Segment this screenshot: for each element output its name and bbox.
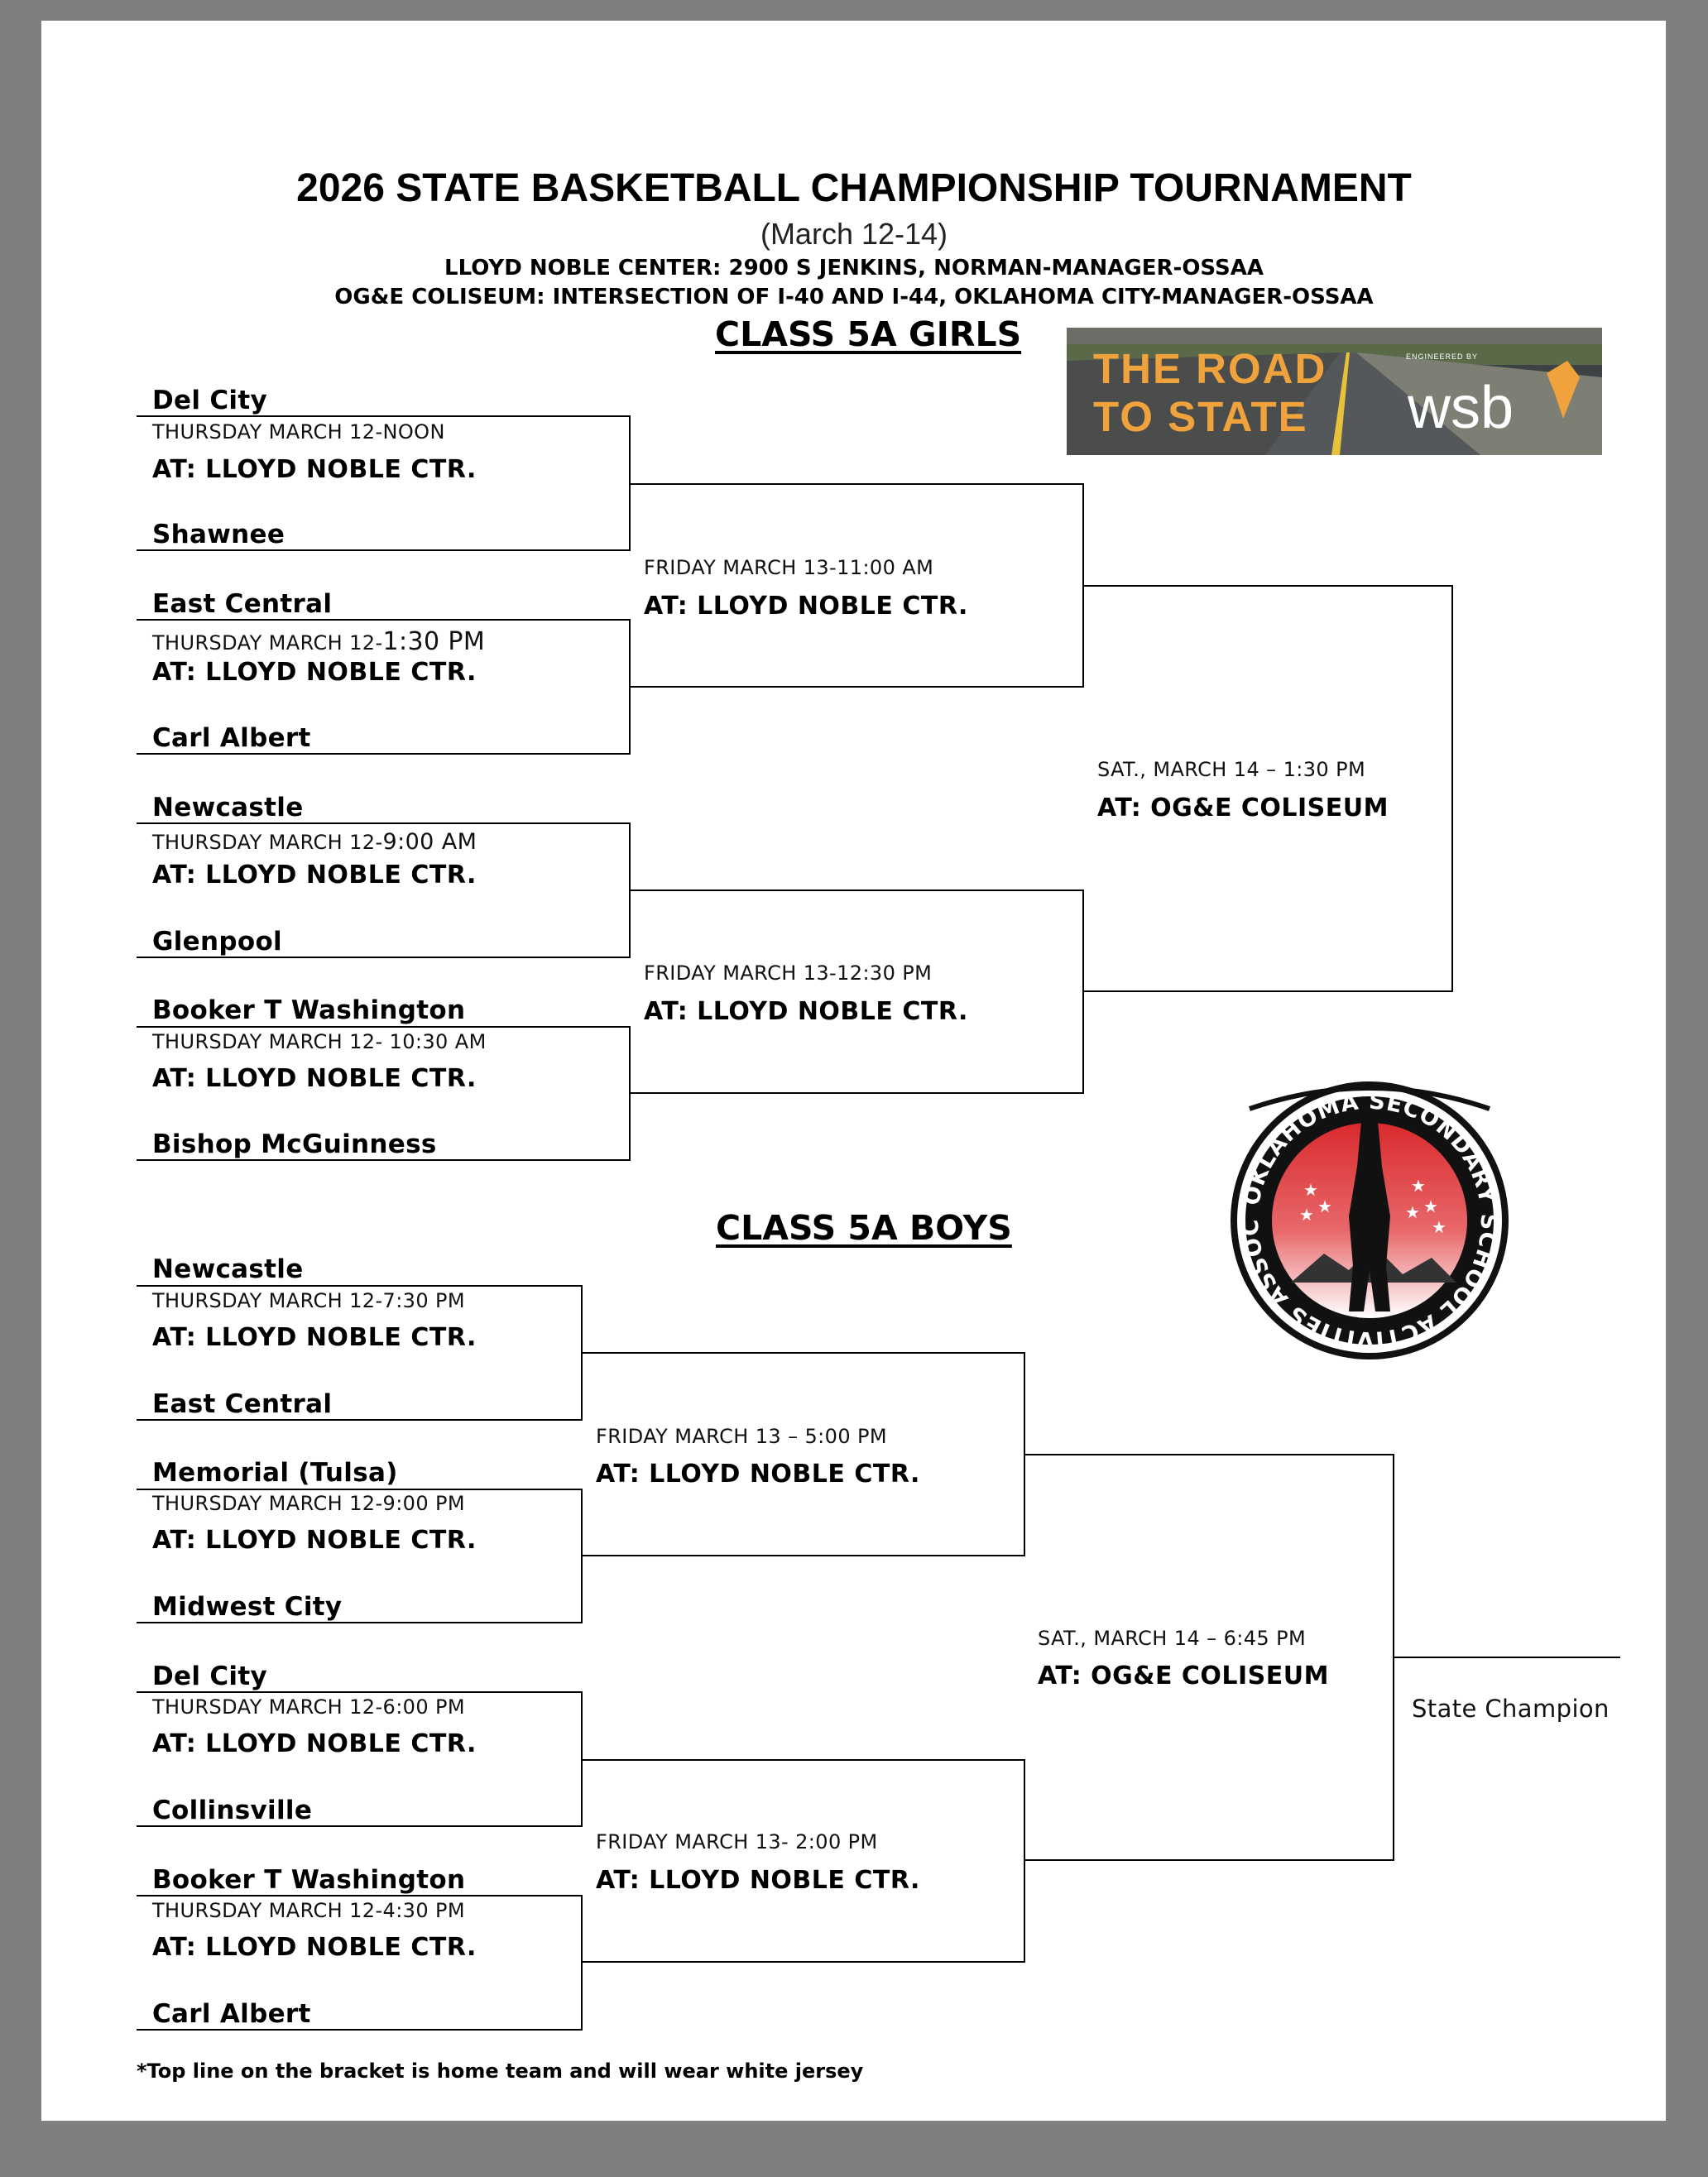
girls-q1-bottom-team: Shawnee (152, 520, 285, 549)
boys-q2-top-team: Memorial (Tulsa) (152, 1458, 398, 1488)
svg-text:★: ★ (1411, 1176, 1426, 1196)
boys-q3-venue: AT: LLOYD NOBLE CTR. (152, 1729, 477, 1758)
road-to-state-banner: THE ROAD TO STATE ENGINEERED BY wsb (1067, 328, 1602, 455)
boys-q3-date: THURSDAY MARCH 12-6:00 PM (152, 1695, 466, 1719)
boys-q3-top-team: Del City (152, 1662, 267, 1691)
girls-q4-date: THURSDAY MARCH 12- 10:30 AM (152, 1030, 487, 1053)
girls-q1-top-team: Del City (152, 386, 267, 415)
venue-line-oge-coliseum: OG&E COLISEUM: INTERSECTION OF I-40 AND … (334, 285, 1374, 309)
boys-section-heading: CLASS 5A BOYS (716, 1208, 1012, 1248)
svg-text:★: ★ (1299, 1205, 1314, 1225)
girls-q2-date: THURSDAY MARCH 12-1:30 PM (152, 627, 486, 656)
girls-q2-venue: AT: LLOYD NOBLE CTR. (152, 658, 477, 687)
boys-q2-venue: AT: LLOYD NOBLE CTR. (152, 1526, 477, 1555)
tournament-dates: (March 12-14) (760, 217, 948, 251)
boys-q1-bottom-team: East Central (152, 1389, 333, 1419)
boys-semi1-date: FRIDAY MARCH 13 – 5:00 PM (596, 1425, 887, 1448)
girls-section-heading: CLASS 5A GIRLS (715, 314, 1022, 354)
boys-q2-bottom-team: Midwest City (152, 1592, 343, 1622)
girls-q1-venue: AT: LLOYD NOBLE CTR. (152, 455, 477, 484)
girls-q3-venue: AT: LLOYD NOBLE CTR. (152, 861, 477, 890)
boys-q2-date: THURSDAY MARCH 12-9:00 PM (152, 1492, 466, 1515)
boys-q4-venue: AT: LLOYD NOBLE CTR. (152, 1933, 477, 1962)
ossaa-seal-logo: OKLAHOMA SECONDARY SCHOOL ACTIVITIES ASS… (1225, 1076, 1509, 1359)
girls-q1-date: THURSDAY MARCH 12-NOON (152, 420, 445, 444)
banner-line-1: THE ROAD (1093, 345, 1327, 392)
girls-final-venue: AT: OG&E COLISEUM (1097, 794, 1389, 822)
wsb-logo: wsb (1408, 375, 1514, 441)
svg-text:★: ★ (1317, 1196, 1332, 1216)
svg-text:★: ★ (1303, 1180, 1318, 1200)
girls-q4-venue: AT: LLOYD NOBLE CTR. (152, 1064, 477, 1093)
boys-q3-bottom-team: Collinsville (152, 1796, 313, 1825)
boys-final-venue: AT: OG&E COLISEUM (1038, 1662, 1329, 1690)
girls-q3-date: THURSDAY MARCH 12-9:00 AM (152, 829, 477, 855)
girls-semi1-venue: AT: LLOYD NOBLE CTR. (644, 592, 968, 621)
boys-q1-venue: AT: LLOYD NOBLE CTR. (152, 1323, 477, 1352)
svg-text:★: ★ (1432, 1217, 1447, 1237)
girls-q2-bottom-team: Carl Albert (152, 723, 311, 753)
girls-q2-top-team: East Central (152, 589, 333, 619)
boys-q4-date: THURSDAY MARCH 12-4:30 PM (152, 1899, 466, 1922)
boys-q1-top-team: Newcastle (152, 1254, 304, 1284)
boys-semi1-venue: AT: LLOYD NOBLE CTR. (596, 1460, 920, 1489)
boys-semi2-date: FRIDAY MARCH 13- 2:00 PM (596, 1830, 878, 1853)
boys-semi2-venue: AT: LLOYD NOBLE CTR. (596, 1866, 920, 1895)
svg-text:★: ★ (1423, 1196, 1438, 1216)
state-champion-label: State Champion (1412, 1695, 1610, 1723)
girls-q3-top-team: Newcastle (152, 793, 304, 822)
banner-line-2: TO STATE (1093, 393, 1308, 440)
boys-q1-date: THURSDAY MARCH 12-7:30 PM (152, 1289, 466, 1312)
girls-semi1-date: FRIDAY MARCH 13-11:00 AM (644, 556, 934, 579)
banner-engineered-by: ENGINEERED BY (1406, 352, 1479, 361)
boys-q4-top-team: Booker T Washington (152, 1865, 466, 1895)
girls-semi2-venue: AT: LLOYD NOBLE CTR. (644, 997, 968, 1026)
page-title: 2026 STATE BASKETBALL CHAMPIONSHIP TOURN… (296, 166, 1412, 210)
girls-q4-top-team: Booker T Washington (152, 995, 466, 1025)
road-image (1067, 328, 1602, 455)
boys-q4-bottom-team: Carl Albert (152, 1999, 311, 2029)
boys-final-date: SAT., MARCH 14 – 6:45 PM (1038, 1627, 1307, 1650)
girls-q4-bottom-team: Bishop McGuinness (152, 1129, 437, 1159)
girls-final-date: SAT., MARCH 14 – 1:30 PM (1097, 758, 1366, 781)
girls-q3-bottom-team: Glenpool (152, 927, 282, 957)
svg-text:★: ★ (1405, 1202, 1420, 1222)
girls-semi2-date: FRIDAY MARCH 13-12:30 PM (644, 961, 933, 985)
home-team-footnote: *Top line on the bracket is home team an… (137, 2060, 864, 2083)
venue-line-lloyd-noble: LLOYD NOBLE CENTER: 2900 S JENKINS, NORM… (444, 256, 1264, 281)
